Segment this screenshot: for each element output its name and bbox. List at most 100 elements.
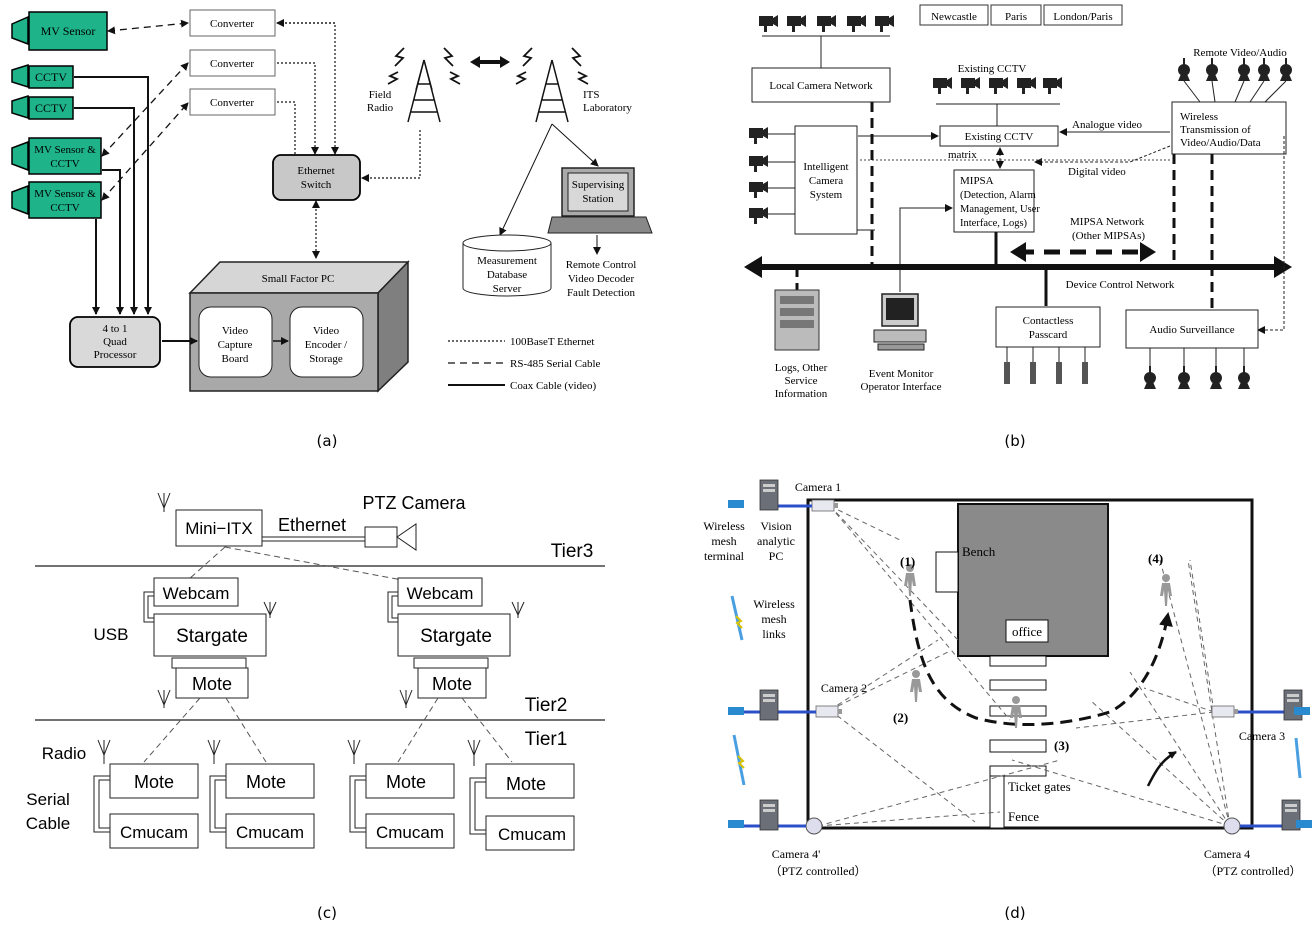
- cctv-node-2: CCTV: [11, 94, 74, 120]
- vision-pc-label: analytic: [757, 534, 795, 548]
- database-label: Server: [493, 283, 522, 295]
- antenna-icon: [97, 739, 111, 764]
- converter-2: Converter: [189, 49, 276, 77]
- intelligent-camera-system-box: [794, 125, 858, 235]
- serial-cable-label: Serial: [26, 790, 69, 809]
- antenna-icon: [263, 601, 277, 618]
- panel-a-caption: (a): [317, 432, 338, 450]
- vcb-label: Video: [222, 325, 249, 337]
- camera-1-icon: [778, 499, 839, 512]
- panel-b: Newcastle Paris London/Paris Local Camer…: [744, 4, 1292, 450]
- panel-d-caption: (d): [1004, 904, 1025, 922]
- walk-path: [908, 599, 1173, 726]
- field-radio-label: Field: [369, 89, 392, 101]
- mipsa-box: [953, 169, 1035, 233]
- fence-label: Fence: [1008, 809, 1039, 824]
- small-factor-pc: Small Factor PC Video Capture Board Vide…: [188, 260, 410, 393]
- its-lab-antenna-icon: [515, 47, 589, 123]
- database-icon: Measurement Database Server: [462, 234, 552, 297]
- wireless-label: Video/Audio/Data: [1180, 137, 1261, 149]
- wireless-mesh-terminal-label: mesh: [711, 534, 736, 548]
- ves-label: Video: [313, 325, 340, 337]
- panel-c-caption: (c): [317, 904, 337, 922]
- camera-4p-label: Camera 4': [772, 847, 820, 861]
- supervising-station-laptop-icon: Supervising Station: [547, 167, 653, 234]
- office-label: office: [1012, 624, 1042, 639]
- converter-3: Converter: [189, 88, 276, 116]
- panel-a: MV Sensor CCTV CCTV MV Sensor & CCTV MV …: [11, 9, 653, 450]
- analogue-video-label: Analogue video: [1072, 119, 1142, 131]
- remote-label: Video Decoder: [568, 273, 635, 285]
- city-tag: Newcastle: [931, 11, 977, 23]
- camera-2-icon: [742, 705, 843, 718]
- switch-label: Ethernet: [297, 165, 334, 177]
- digital-video-label: Digital video: [1068, 166, 1126, 178]
- mv-cctv-label: CCTV: [50, 202, 79, 214]
- cmucam-label: Cmucam: [376, 823, 444, 842]
- mipsa-label: (Detection, Alarm: [960, 190, 1036, 201]
- camera-4-ptz-label: （PTZ controlled）: [1205, 864, 1302, 878]
- tier1-sensor-1: Mote Cmucam: [93, 739, 199, 849]
- position-3-label: (3): [1054, 738, 1069, 753]
- device-control-network-label: Device Control Network: [1066, 279, 1175, 291]
- radio-label: Radio: [42, 744, 86, 763]
- stargate-node-left: Webcam Stargate Mote: [143, 577, 277, 708]
- passcard-box: [995, 306, 1101, 348]
- field-radio-antenna-icon: [387, 47, 461, 123]
- quad-processor: 4 to 1 Quad Processor: [69, 316, 161, 368]
- webcam-label: Webcam: [407, 584, 474, 603]
- camera-2-label: Camera 2: [821, 681, 867, 695]
- cmucam-label: Cmucam: [236, 823, 304, 842]
- remote-label: Remote Control: [566, 259, 637, 271]
- mipsa-network-label: MIPSA Network: [1070, 216, 1145, 228]
- existing-cctv-icons: [933, 77, 1062, 126]
- event-monitor-label: Operator Interface: [861, 381, 942, 393]
- passcard-label: Contactless: [1023, 315, 1074, 327]
- usb-label: USB: [94, 625, 129, 644]
- database-label: Database: [487, 269, 527, 281]
- antenna-icon: [467, 739, 481, 766]
- ics-label: Camera: [809, 175, 843, 187]
- supervising-label: Station: [582, 193, 614, 205]
- existing-cctv-title: Existing CCTV: [958, 63, 1027, 75]
- existing-cctv-box: [939, 125, 1059, 147]
- serial-cable-label: Cable: [26, 814, 70, 833]
- ves-label: Storage: [309, 353, 343, 365]
- city-tags: Newcastle Paris London/Paris: [919, 4, 1123, 26]
- cctv-label: CCTV: [35, 70, 67, 84]
- converter-label: Converter: [210, 58, 254, 70]
- antenna-icon: [347, 739, 361, 764]
- antenna-icon: [207, 739, 221, 764]
- existing-cctv-box-label: Existing CCTV: [965, 131, 1034, 143]
- camera-3-label: Camera 3: [1239, 729, 1285, 743]
- server-rack-icon: [774, 289, 820, 351]
- camera-1-label: Camera 1: [795, 480, 841, 494]
- city-tag: London/Paris: [1053, 11, 1112, 23]
- ptz-camera-label: PTZ Camera: [362, 493, 466, 513]
- field-radio-label: Radio: [367, 102, 394, 114]
- its-lab-label: ITS: [583, 89, 600, 101]
- legend-a: 100BaseT Ethernet RS-485 Serial Cable Co…: [448, 336, 601, 392]
- ethernet-switch: Ethernet Switch: [272, 154, 361, 201]
- mv-cctv-label: CCTV: [50, 158, 79, 170]
- wireless-mesh-terminal-label: Wireless: [703, 519, 745, 533]
- quad-label: Processor: [94, 349, 137, 361]
- mipsa-label: Interface, Logs): [960, 218, 1028, 229]
- switch-label: Switch: [301, 179, 332, 191]
- small-pc-label: Small Factor PC: [262, 273, 335, 285]
- vision-pc-label: Vision: [760, 519, 791, 533]
- tier1-sensor-4: Mote Cmucam: [467, 739, 575, 851]
- vcb-label: Board: [222, 353, 249, 365]
- mote-label: Mote: [386, 772, 426, 792]
- legend-rs485-label: RS-485 Serial Cable: [510, 358, 601, 370]
- mote-label: Mote: [432, 674, 472, 694]
- logs-label: Service: [785, 375, 818, 387]
- cmucam-label: Cmucam: [120, 823, 188, 842]
- stargate-label: Stargate: [176, 626, 248, 647]
- position-1-label: (1): [900, 554, 915, 569]
- antenna-icon: [399, 689, 413, 708]
- database-label: Measurement: [477, 255, 537, 267]
- left-camera-icons: [749, 127, 795, 224]
- its-lab-label: Laboratory: [583, 102, 632, 114]
